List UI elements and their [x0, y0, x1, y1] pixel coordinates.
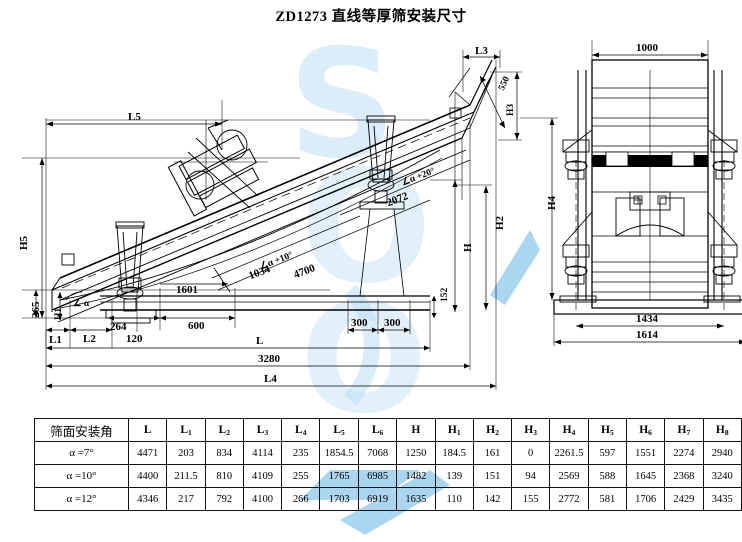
table-cell-value: 142 [472, 487, 513, 511]
table-cell-value: 4400 [128, 464, 168, 488]
table-cell-value: 0 [511, 441, 551, 465]
table-cell-value: 151 [472, 464, 513, 488]
dim-label-1434: 1434 [636, 313, 658, 325]
dim-label-300-left: 300 [351, 317, 368, 329]
table-cell-value: 597 [587, 441, 627, 465]
dim-label-L4: L4 [264, 373, 277, 385]
table-cell-value: 3435 [702, 487, 742, 511]
table-header-h5: H5 [587, 418, 627, 442]
table-cell-value: 1482 [396, 464, 436, 488]
table-header-l6: L6 [357, 418, 398, 442]
dim-label-L1: L1 [49, 334, 62, 346]
table-cell-value: 94 [511, 464, 551, 488]
table-cell-value: 4109 [242, 464, 283, 488]
dim-label-300-right: 300 [384, 317, 401, 329]
table-header-h1: H1 [434, 418, 474, 442]
table-cell-value: 581 [587, 487, 627, 511]
table-header-l: L [128, 418, 168, 442]
table-header-l2: L2 [204, 418, 244, 442]
dim-label-H: H [462, 243, 474, 252]
table-cell-angle: α =10° [33, 464, 130, 488]
table-cell-value: 4100 [242, 487, 283, 511]
table-cell-value: 1250 [396, 441, 436, 465]
dim-label-L2: L2 [83, 333, 96, 345]
dim-label-120: 120 [126, 333, 143, 345]
table-cell-value: 834 [204, 441, 244, 465]
table-header-l3: L3 [242, 418, 283, 442]
dim-label-H3: H3 [506, 103, 516, 116]
dim-label-angle-alpha: ∠ α [73, 299, 90, 309]
page-title: ZD1273 直线等厚筛安装尺寸 [275, 9, 467, 25]
dim-label-L: L [256, 335, 264, 347]
table-cell-value: 4471 [128, 441, 168, 465]
table-cell-value: 2772 [549, 487, 589, 511]
table-cell-value: 2569 [549, 464, 589, 488]
table-cell-value: 2368 [664, 464, 704, 488]
table-cell-angle: α =12° [33, 487, 130, 511]
table-cell-value: 2429 [664, 487, 704, 511]
table-cell-value: 1765 [319, 464, 359, 488]
dim-label-1000: 1000 [636, 42, 658, 54]
table-cell-value: 810 [204, 464, 244, 488]
table-cell-value: 155 [511, 487, 551, 511]
table-cell-value: 110 [434, 487, 474, 511]
dim-label-H2: H2 [494, 215, 506, 230]
table-cell-value: 4114 [242, 441, 283, 465]
table-cell-value: 1635 [396, 487, 436, 511]
table-header-h3: H3 [511, 418, 551, 442]
table-header-l1: L1 [166, 418, 206, 442]
table-cell-value: 1706 [625, 487, 666, 511]
table-header-angle: 筛面安装角 [33, 418, 130, 442]
table-cell-value: 3240 [702, 464, 742, 488]
dim-label-H1: H1 [54, 307, 64, 320]
table-cell-value: 2261.5 [549, 441, 589, 465]
table-header-h: H [396, 418, 436, 442]
table-cell-value: 6985 [357, 464, 398, 488]
dim-label-152: 152 [440, 287, 450, 302]
table-header-h8: H8 [702, 418, 742, 442]
dim-label-H5: H5 [18, 235, 30, 250]
table-cell-value: 588 [587, 464, 627, 488]
table-header-l5: L5 [319, 418, 359, 442]
table-cell-value: 184.5 [434, 441, 474, 465]
dim-label-264: 264 [110, 321, 127, 333]
dim-label-600: 600 [188, 320, 205, 332]
table-cell-value: 255 [281, 464, 321, 488]
table-cell-value: 2940 [702, 441, 742, 465]
table-cell-value: 161 [472, 441, 513, 465]
table-cell-value: 4346 [128, 487, 168, 511]
dim-label-265: 265 [30, 301, 42, 319]
table-cell-angle: α =7° [33, 441, 130, 465]
dim-label-1601: 1601 [176, 284, 198, 296]
table-cell-value: 7068 [357, 441, 398, 465]
table-cell-value: 211.5 [166, 464, 206, 488]
dim-label-3280: 3280 [258, 353, 280, 365]
dim-label-1614: 1614 [636, 329, 658, 341]
table-cell-value: 792 [204, 487, 244, 511]
table-cell-value: 6919 [357, 487, 398, 511]
dim-label-L5: L5 [128, 111, 141, 123]
table-cell-value: 217 [166, 487, 206, 511]
table-cell-value: 235 [281, 441, 321, 465]
table-header-h6: H6 [625, 418, 666, 442]
table-cell-value: 1645 [625, 464, 666, 488]
table-cell-value: 1854.5 [319, 441, 359, 465]
table-cell-value: 203 [166, 441, 206, 465]
table-header-l4: L4 [281, 418, 321, 442]
table-cell-value: 139 [434, 464, 474, 488]
table-cell-value: 266 [281, 487, 321, 511]
dim-label-H4: H4 [546, 195, 558, 210]
table-header-h2: H2 [472, 418, 513, 442]
table-cell-value: 1551 [625, 441, 666, 465]
table-cell-value: 2274 [664, 441, 704, 465]
table-header-h4: H4 [549, 418, 589, 442]
table-cell-value: 1703 [319, 487, 359, 511]
dim-label-L3: L3 [475, 45, 488, 57]
table-header-h7: H7 [664, 418, 704, 442]
